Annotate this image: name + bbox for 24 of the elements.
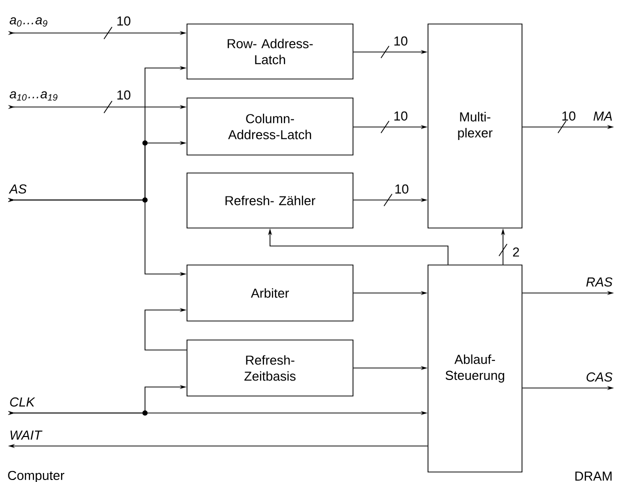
label: 10 <box>562 111 576 121</box>
edge-label: a$_{0}$…a$_{9}$ <box>8 16 49 28</box>
edge-label: CAS <box>584 371 614 383</box>
edge-label: CLK <box>8 396 36 408</box>
label: 10 <box>117 90 130 100</box>
edge-label: MA <box>592 110 614 122</box>
label: 10 <box>117 16 130 26</box>
block-box: Arbiter <box>186 264 354 322</box>
block-box: Multi- plexer <box>428 24 522 228</box>
block-box: Ablauf- Steuerung <box>428 264 522 472</box>
edge-label: 2 <box>511 246 521 258</box>
block-box: Refresh- Zähler <box>186 172 354 228</box>
edge-label: WAIT <box>8 430 43 441</box>
edge-label: RAS <box>584 276 614 288</box>
edge-label: 10 <box>393 183 410 195</box>
edge-label: a$_{10}$…a$_{19}$ <box>8 90 60 102</box>
block-box: Column- Address-Latch <box>186 98 354 156</box>
block-box: Refresh- Zeitbasis <box>186 340 354 396</box>
edge-label: 10 <box>392 110 409 122</box>
block-box: Row- Address-Latch <box>186 24 354 80</box>
label: DRAM <box>575 472 612 481</box>
edge-label: AS <box>8 183 28 195</box>
arrow <box>144 308 187 350</box>
edge-label: 10 <box>392 35 409 47</box>
